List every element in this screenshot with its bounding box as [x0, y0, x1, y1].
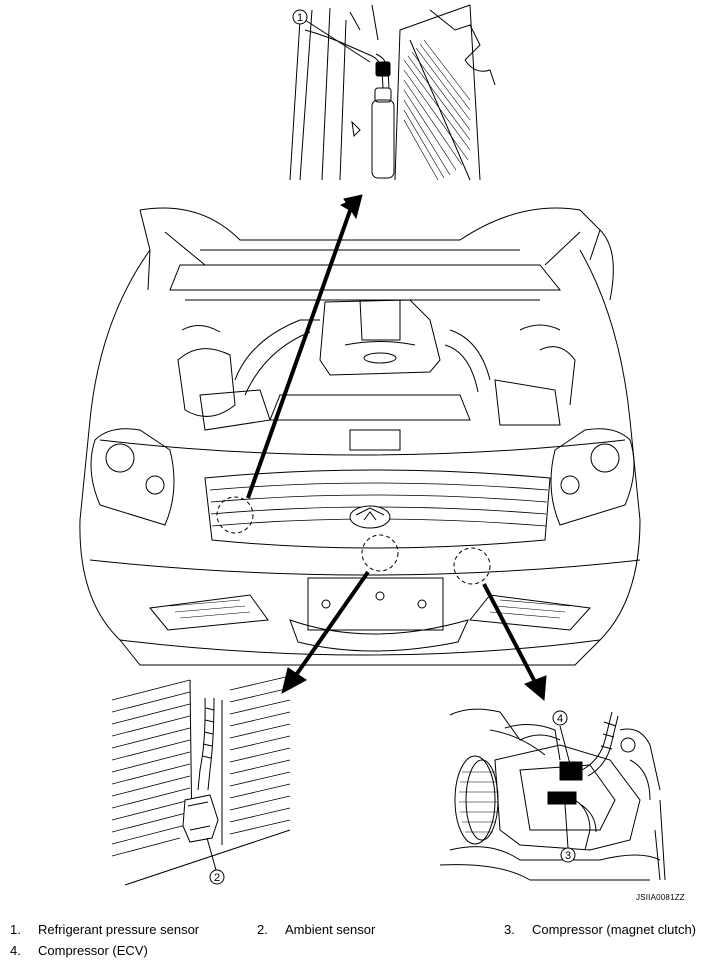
legend-label: Compressor (magnet clutch)	[532, 922, 696, 937]
callout-1-label: 1	[297, 12, 303, 24]
detail-refrigerant-pressure-sensor: 1	[289, 4, 496, 181]
legend-label: Ambient sensor	[285, 922, 376, 937]
legend-label: Compressor (ECV)	[38, 943, 148, 958]
legend-label: Refrigerant pressure sensor	[38, 922, 200, 937]
component-location-diagram: 1	[79, 4, 666, 886]
pointer-arrows	[246, 194, 547, 702]
legend-number: 3.	[504, 922, 515, 937]
callout-4-label: 4	[557, 713, 563, 725]
detail-ambient-sensor: 2	[111, 675, 291, 886]
vehicle-front-view	[79, 207, 641, 666]
legend-number: 4.	[10, 943, 21, 958]
legend-number: 1.	[10, 922, 21, 937]
callout-3-label: 3	[565, 850, 571, 862]
locator-circles	[216, 496, 491, 585]
legend-number: 2.	[257, 922, 268, 937]
callout-2-label: 2	[214, 872, 220, 884]
detail-compressor: 4 3	[439, 708, 666, 881]
figure-reference-code: JSIIA0081ZZ	[636, 893, 685, 902]
